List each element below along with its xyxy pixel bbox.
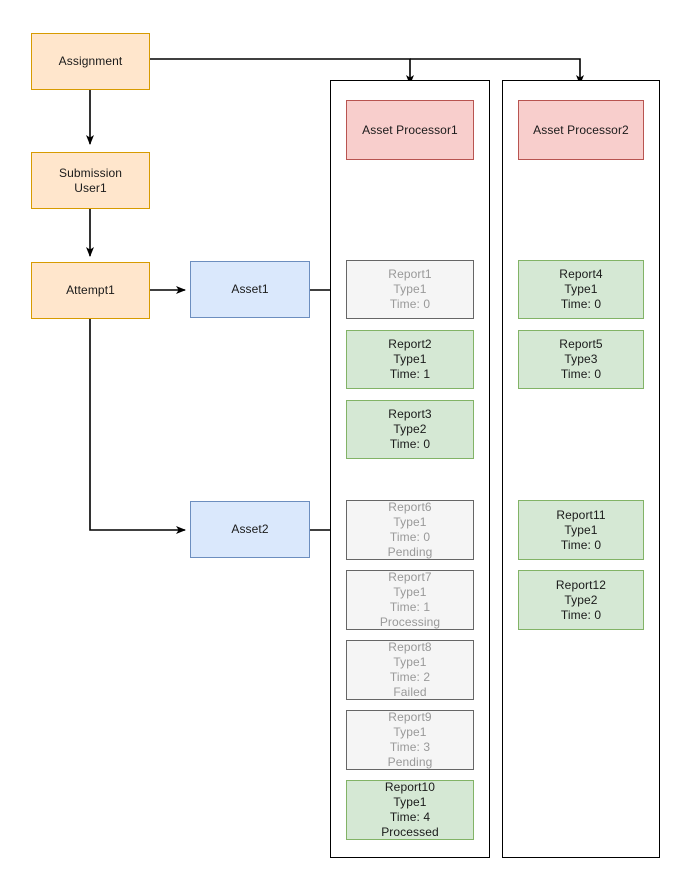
report-type: Type1 [393, 515, 427, 529]
attempt-label: Attempt1 [66, 283, 115, 297]
node-asset2[interactable]: Asset2 [190, 501, 310, 558]
report-id: Report1 [388, 267, 432, 281]
report-id: Report12 [555, 577, 607, 592]
report-status: Processed [381, 825, 439, 839]
asset1-label: Asset1 [231, 282, 269, 296]
node-asset1[interactable]: Asset1 [190, 261, 310, 318]
processor1-label: Asset Processor1 [362, 122, 458, 137]
report-time: Time: 0 [389, 437, 431, 451]
report-time: Time: 2 [389, 670, 431, 684]
node-report-card[interactable]: Report6 Type1 Time: 0 Pending [346, 500, 474, 560]
report-time: Time: 0 [560, 607, 602, 622]
report-status: Pending [387, 545, 433, 559]
report-time: Time: 0 [560, 537, 602, 552]
submission-label-line2: User1 [74, 180, 107, 195]
report-type: Type1 [564, 282, 598, 296]
report-status: Pending [387, 755, 433, 769]
node-report-card[interactable]: Report3 Type2 Time: 0 [346, 400, 474, 459]
report-id: Report11 [556, 507, 606, 522]
submission-label-line1: Submission [58, 165, 123, 180]
report-type: Type1 [393, 585, 427, 599]
report-time: Time: 4 [389, 810, 431, 824]
node-asset-processor2[interactable]: Asset Processor2 [518, 100, 644, 160]
report-status: Failed [393, 685, 427, 699]
report-id: Report8 [388, 640, 432, 654]
report-type: Type1 [393, 352, 427, 366]
processor2-container [502, 80, 660, 858]
node-report-card[interactable]: Report10 Type1 Time: 4 Processed [346, 780, 474, 840]
report-id: Report3 [388, 407, 432, 421]
report-status: Processing [379, 615, 441, 629]
report-time: Time: 0 [389, 530, 431, 544]
report-type: Type1 [393, 655, 427, 669]
node-report-card[interactable]: Report4 Type1 Time: 0 [518, 260, 644, 319]
node-asset-processor1[interactable]: Asset Processor1 [346, 100, 474, 160]
report-time: Time: 0 [560, 367, 602, 381]
report-id: Report9 [388, 710, 432, 724]
report-type: Type1 [393, 725, 427, 739]
report-id: Report7 [388, 570, 432, 584]
node-report-card[interactable]: Report1 Type1 Time: 0 [346, 260, 474, 319]
report-time: Time: 1 [389, 600, 431, 614]
report-type: Type1 [564, 522, 598, 537]
report-id: Report5 [559, 337, 603, 351]
report-type: Type1 [393, 795, 427, 809]
report-time: Time: 1 [389, 367, 431, 381]
report-id: Report2 [388, 337, 432, 351]
node-report-card[interactable]: Report11 Type1 Time: 0 [518, 500, 644, 560]
assignment-label: Assignment [58, 54, 123, 68]
report-type: Type2 [393, 422, 427, 436]
node-report-card[interactable]: Report5 Type3 Time: 0 [518, 330, 644, 389]
report-type: Type3 [564, 352, 598, 366]
report-id: Report10 [384, 780, 436, 794]
report-type: Type2 [564, 592, 598, 607]
report-time: Time: 0 [560, 297, 602, 311]
processor2-label: Asset Processor2 [533, 122, 629, 137]
report-time: Time: 0 [389, 297, 431, 311]
asset2-label: Asset2 [231, 522, 269, 536]
report-id: Report6 [388, 500, 432, 514]
node-submission[interactable]: Submission User1 [31, 152, 150, 209]
report-id: Report4 [559, 267, 603, 281]
node-report-card[interactable]: Report2 Type1 Time: 1 [346, 330, 474, 389]
node-assignment[interactable]: Assignment [31, 33, 150, 90]
node-report-card[interactable]: Report7 Type1 Time: 1 Processing [346, 570, 474, 630]
edge-attempt-to-asset2 [89, 319, 186, 534]
report-type: Type1 [393, 282, 427, 296]
node-report-card[interactable]: Report9 Type1 Time: 3 Pending [346, 710, 474, 770]
node-report-card[interactable]: Report12 Type2 Time: 0 [518, 570, 644, 630]
node-attempt1[interactable]: Attempt1 [31, 262, 150, 319]
node-report-card[interactable]: Report8 Type1 Time: 2 Failed [346, 640, 474, 700]
report-time: Time: 3 [389, 740, 431, 754]
